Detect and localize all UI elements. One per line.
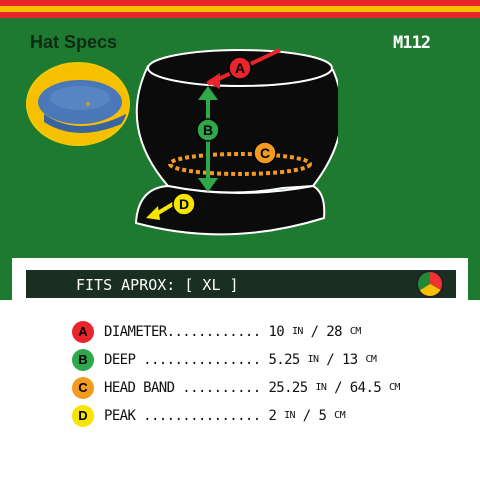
spec-unit-in: IN xyxy=(284,410,295,421)
red-stripe xyxy=(0,0,480,6)
label-b: B xyxy=(196,118,220,142)
label-b-text: B xyxy=(203,122,213,138)
spec-dots: ............... xyxy=(135,351,261,368)
spec-name: PEAK xyxy=(104,407,136,424)
fits-bar: FITS APROX: [ XL ] xyxy=(26,270,456,298)
spec-letter-badge: B xyxy=(72,348,94,371)
spec-value-cm: 28 xyxy=(326,323,342,340)
hat-diagram: A B C D xyxy=(134,48,338,236)
spec-unit-cm: CM xyxy=(334,410,345,421)
label-d-text: D xyxy=(179,196,189,212)
spec-letter-badge: D xyxy=(72,404,94,427)
hat-thumbnail xyxy=(26,62,130,146)
spec-unit-cm: CM xyxy=(349,326,361,337)
spec-value-in: 5.25 xyxy=(268,351,300,368)
fits-label: FITS APROX: [ XL ] xyxy=(76,276,239,294)
spec-value-in: 25.25 xyxy=(268,379,308,396)
spec-name: HEAD BAND xyxy=(104,379,175,396)
spec-letter: C xyxy=(78,380,88,395)
spec-unit-cm: CM xyxy=(388,382,400,393)
spec-letter-badge: C xyxy=(72,376,94,399)
spec-letter: D xyxy=(78,408,88,423)
spec-letter-badge: A xyxy=(72,320,94,343)
spec-value-in: 10 xyxy=(268,323,285,340)
spec-value-in: 2 xyxy=(268,407,277,424)
red-stripe-2 xyxy=(0,12,480,18)
page-title: Hat Specs xyxy=(30,32,118,52)
spec-letter: A xyxy=(78,324,88,339)
label-a: A xyxy=(228,56,252,80)
brand-logo xyxy=(416,270,444,298)
spec-name: DEEP xyxy=(104,351,136,368)
spec-name: DIAMETER xyxy=(104,323,167,340)
label-c-text: C xyxy=(260,145,270,161)
spec-unit-in: IN xyxy=(291,326,303,337)
spec-unit-in: IN xyxy=(315,382,327,393)
spec-value-cm: 64.5 xyxy=(349,379,382,396)
label-a-text: A xyxy=(235,60,245,76)
label-c: C xyxy=(253,141,277,165)
spec-value-cm: 13 xyxy=(341,351,358,368)
yellow-stripe xyxy=(0,6,480,12)
product-code: M112 xyxy=(393,33,431,53)
spec-value-cm: 5 xyxy=(318,407,327,424)
label-d: D xyxy=(172,192,196,216)
spec-letter: B xyxy=(78,352,88,367)
spec-dots: ............... xyxy=(135,407,261,424)
spec-unit-in: IN xyxy=(307,354,319,365)
spec-dots: .......... xyxy=(174,379,261,396)
spec-dots: ............ xyxy=(166,323,262,340)
spec-unit-cm: CM xyxy=(365,354,377,365)
